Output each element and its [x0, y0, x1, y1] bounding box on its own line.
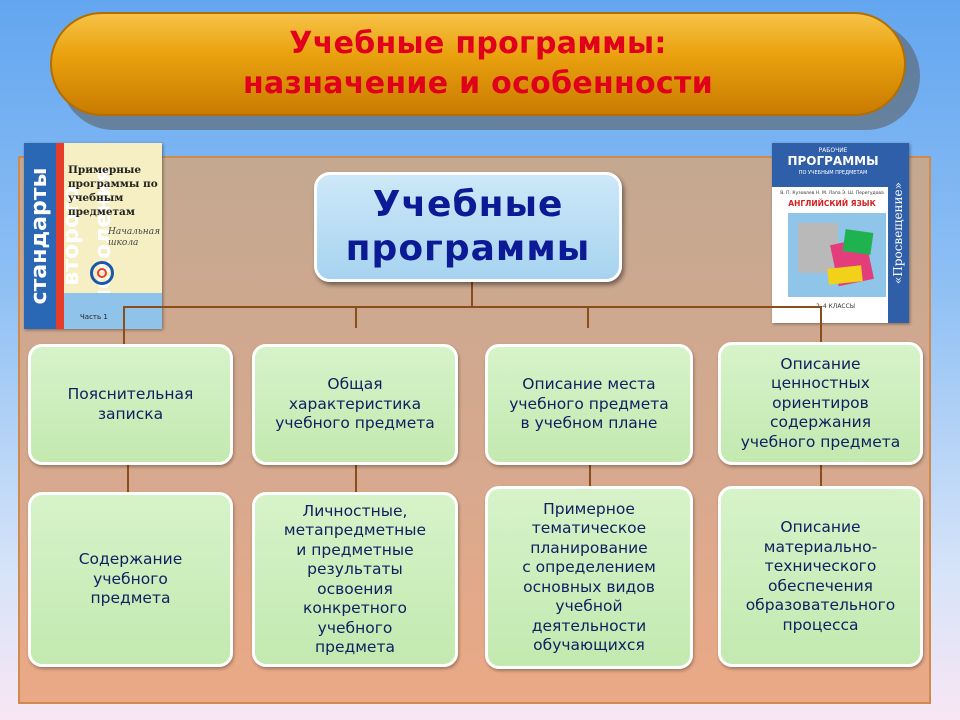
book-subject: АНГЛИЙСКИЙ ЯЗЫК — [788, 199, 876, 208]
connector-col-4 — [820, 464, 822, 488]
node-value-orientations: Описание ценностных ориентиров содержани… — [718, 342, 923, 465]
node-material-support-text: Описание материально- технического обесп… — [745, 518, 896, 634]
book-part: Часть 1 — [80, 313, 108, 321]
node-learning-outcomes: Личностные, метапредметные и предметные … — [252, 492, 458, 667]
book-top-band — [772, 143, 909, 187]
node-subject-content: Содержание учебного предмета — [28, 492, 233, 667]
book-side-band — [888, 143, 909, 323]
book-top-big: ПРОГРАММЫ — [787, 154, 879, 168]
connector-drop-2 — [355, 306, 357, 328]
book-cover-right: РАБОЧИЕ ПРОГРАММЫ ПО УЧЕБНЫМ ПРЕДМЕТАМ В… — [772, 143, 909, 323]
book-top-small: РАБОЧИЕ — [818, 147, 848, 154]
book-authors: В. П. Кузовлев Н. М. Лапа Э. Ш. Перегудо… — [780, 191, 884, 196]
node-place-in-curriculum-text: Описание места учебного предмета в учебн… — [509, 375, 669, 433]
book-spine-text: стандарты второго поколения — [27, 167, 116, 305]
node-learning-outcomes-text: Личностные, метапредметные и предметные … — [283, 501, 427, 657]
book-title: Примерные программы по учебным предметам — [68, 164, 158, 218]
center-node: Учебные программы — [314, 172, 622, 282]
connector-drop-3 — [587, 306, 589, 328]
publisher-logo-icon — [90, 261, 114, 285]
connector-col-3 — [589, 464, 591, 488]
book-grade: 2–4 КЛАССЫ — [816, 303, 856, 310]
node-value-orientations-text: Описание ценностных ориентиров содержани… — [740, 354, 901, 451]
connector-drop-4 — [820, 306, 822, 346]
node-subject-content-text: Содержание учебного предмета — [78, 550, 183, 608]
title-line-2: назначение и особенности — [242, 66, 714, 101]
book-subtitle: Начальная школа — [108, 227, 161, 248]
title-line-1: Учебные программы: — [289, 26, 667, 61]
node-thematic-planning: Примерное тематическое планирование с оп… — [485, 486, 693, 669]
book-cover-left: стандарты второго поколения Примерные пр… — [24, 143, 162, 329]
node-thematic-planning-text: Примерное тематическое планирование с оп… — [522, 499, 656, 655]
node-place-in-curriculum: Описание места учебного предмета в учебн… — [485, 344, 693, 465]
book-top-sub: ПО УЧЕБНЫМ ПРЕДМЕТАМ — [798, 170, 868, 176]
book-spine — [24, 143, 56, 329]
title-banner: Учебные программы: назначение и особенно… — [50, 12, 906, 116]
book-stripe — [56, 143, 64, 329]
node-material-support: Описание материально- технического обесп… — [718, 486, 923, 667]
connector-col-1 — [127, 464, 129, 494]
node-explanatory-note-text: Пояснительная записка — [67, 385, 194, 423]
center-node-line-2: программы — [345, 228, 591, 269]
node-general-characteristics-text: Общая характеристика учебного предмета — [275, 375, 435, 433]
center-node-line-1: Учебные — [372, 184, 564, 225]
connector-drop-1 — [123, 306, 125, 346]
connector-center-down — [471, 282, 473, 308]
book-publisher: «Просвещение» — [891, 182, 905, 284]
node-explanatory-note: Пояснительная записка — [28, 344, 233, 465]
connector-horizontal — [123, 306, 822, 308]
art-letter-green — [842, 229, 874, 255]
connector-col-2 — [355, 464, 357, 494]
node-general-characteristics: Общая характеристика учебного предмета — [252, 344, 458, 465]
book-cover-art — [788, 213, 886, 297]
book-bottom-band — [64, 293, 162, 329]
